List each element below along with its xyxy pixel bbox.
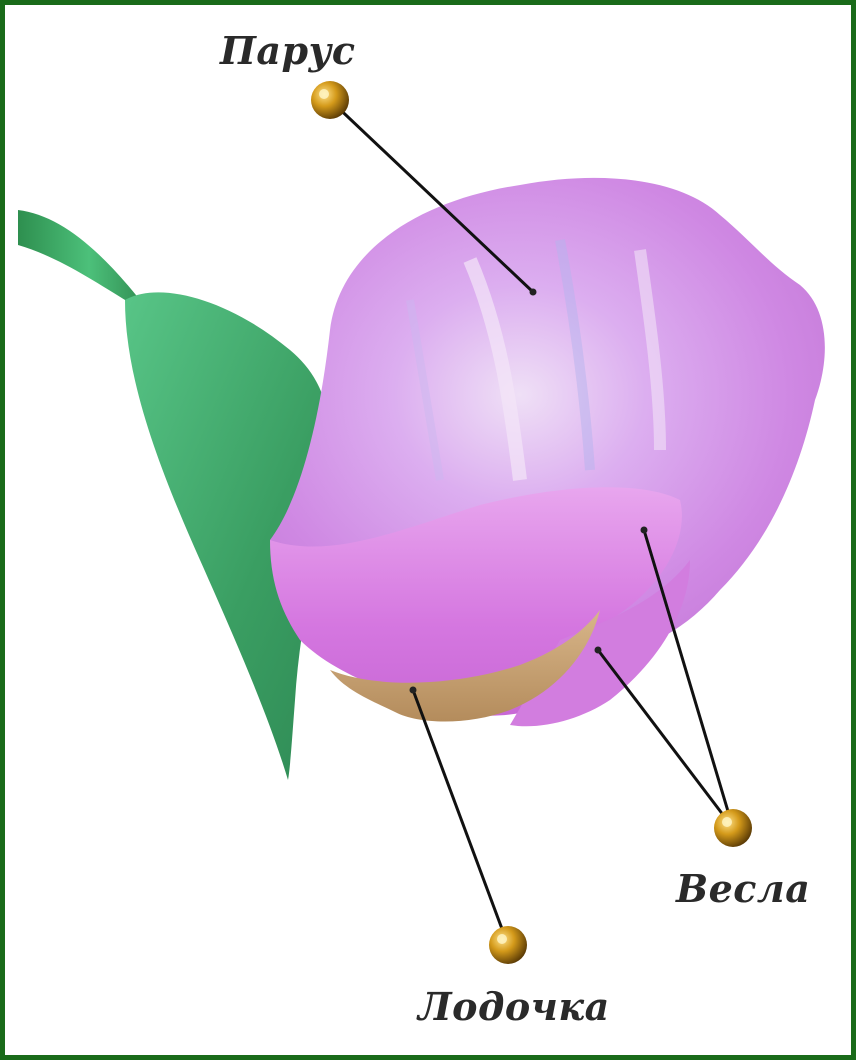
sail-pin (311, 81, 349, 119)
oars-pin (714, 809, 752, 847)
sail-label: Парус (220, 28, 355, 73)
keel-pin (489, 926, 527, 964)
keel-target-dot (410, 687, 417, 694)
oars-target-dot-1 (641, 527, 648, 534)
oars-leader-line-2 (598, 650, 733, 828)
oars-target-dot-2 (595, 647, 602, 654)
oars-label: Весла (676, 866, 810, 911)
keel-leader-line (413, 690, 508, 945)
keel-label: Лодочка (418, 984, 610, 1029)
sail-target-dot (530, 289, 537, 296)
